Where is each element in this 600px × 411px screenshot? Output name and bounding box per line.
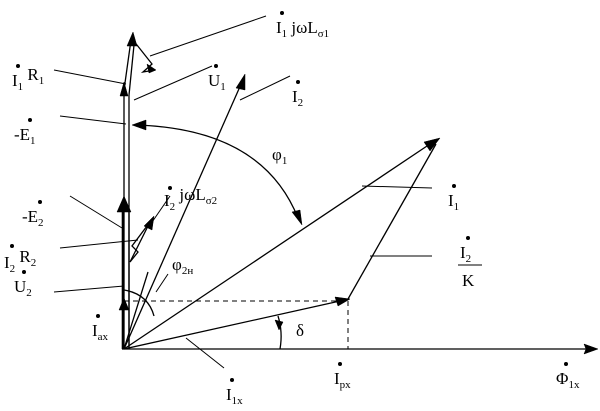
horizontal-axis-arrow — [583, 343, 599, 355]
label-i1-right: I1 — [448, 184, 459, 213]
label-neg-e1: -E1 — [14, 118, 36, 147]
leader-neg-e1 — [59, 115, 127, 125]
svg-text:Φ1x: Φ1x — [556, 369, 580, 391]
leader-neg-e2 — [69, 195, 123, 229]
svg-text:I2 R2: I2 R2 — [4, 247, 36, 275]
vector-i1x — [123, 300, 341, 350]
vector-i2-top — [123, 81, 243, 350]
leader-i1r1 — [53, 69, 127, 85]
arc-phi1-tail-head — [131, 119, 147, 131]
label-i2-over-k: I2 K — [458, 236, 482, 290]
label-u2: U2 — [14, 270, 32, 299]
svg-text:I1 jωLσ1: I1 jωLσ1 — [276, 18, 329, 40]
svg-text:I1x: I1x — [226, 385, 243, 407]
svg-text:K: K — [462, 271, 475, 290]
vector-u2-head — [118, 297, 130, 311]
svg-text:I2: I2 — [460, 243, 471, 265]
svg-text:I1: I1 — [448, 191, 459, 213]
label-i1-jwl-s1: I1 jωLσ1 — [276, 11, 329, 40]
leader-phi2n — [155, 273, 169, 293]
leader-i2-jwl-s2 — [147, 195, 171, 229]
leader-i1-right — [361, 185, 433, 189]
label-ipx: Ipx — [334, 362, 351, 391]
vector-i1-jwl-s1-head — [146, 63, 157, 74]
arc-phi1 — [133, 124, 299, 219]
vector-neg-e2-head — [116, 195, 132, 213]
svg-text:I2: I2 — [292, 87, 303, 109]
label-i1x: I1x — [226, 378, 243, 407]
label-iax: Iax — [92, 314, 109, 343]
vector-i2-over-k — [347, 143, 437, 300]
label-phi2n: φ2н — [172, 255, 193, 277]
label-i2-jwl-s2: I2 jωLσ2 — [164, 185, 217, 213]
svg-text:Ipx: Ipx — [334, 369, 351, 391]
leader-i1-jwl-s1 — [149, 15, 267, 57]
svg-text:-E2: -E2 — [22, 207, 44, 229]
svg-text:-E1: -E1 — [14, 125, 36, 147]
svg-text:I1 R1: I1 R1 — [12, 65, 44, 93]
vector-u2-line — [123, 271, 149, 350]
vector-i1r1-b — [128, 44, 135, 96]
svg-text:φ1: φ1 — [272, 145, 287, 167]
svg-text:U1: U1 — [208, 71, 226, 93]
arc-phi2n — [123, 289, 155, 317]
arc-phi1-head — [291, 209, 303, 226]
vector-i1r1 — [123, 39, 132, 91]
vector-i2-top-head — [235, 73, 246, 91]
leader-i2r2 — [59, 239, 139, 249]
arc-delta — [277, 315, 282, 350]
label-delta: δ — [296, 321, 304, 340]
vector-i2-jwl-s2 — [129, 221, 151, 263]
labels: I1 jωLσ1 I1 R1 U1 I2 -E1 φ1 I2 jω — [4, 11, 580, 407]
label-i2r2: I2 R2 — [4, 244, 36, 275]
axes — [122, 343, 599, 355]
vector-i2r2 — [129, 221, 151, 263]
label-phi1: φ1 — [272, 145, 287, 167]
vector-i1 — [123, 143, 431, 350]
svg-text:U2: U2 — [14, 277, 32, 299]
label-i2-top: I2 — [292, 80, 303, 109]
leader-u2 — [53, 285, 125, 293]
svg-text:Iax: Iax — [92, 321, 109, 343]
label-i1r1: I1 R1 — [12, 64, 44, 93]
svg-text:δ: δ — [296, 321, 304, 340]
arc-delta-head — [274, 319, 284, 331]
leader-u1 — [133, 65, 213, 101]
svg-text:φ2н: φ2н — [172, 255, 193, 277]
label-u1: U1 — [208, 64, 226, 93]
label-neg-e2: -E2 — [22, 200, 44, 229]
leader-i1x — [185, 337, 225, 369]
svg-text:I2 jωLσ2: I2 jωLσ2 — [164, 185, 217, 213]
label-phi1x: Φ1x — [556, 362, 580, 391]
vector-i1-head — [423, 137, 441, 152]
leader-i2-top — [239, 75, 291, 101]
leader-lines — [53, 15, 433, 369]
vectors — [116, 31, 441, 350]
